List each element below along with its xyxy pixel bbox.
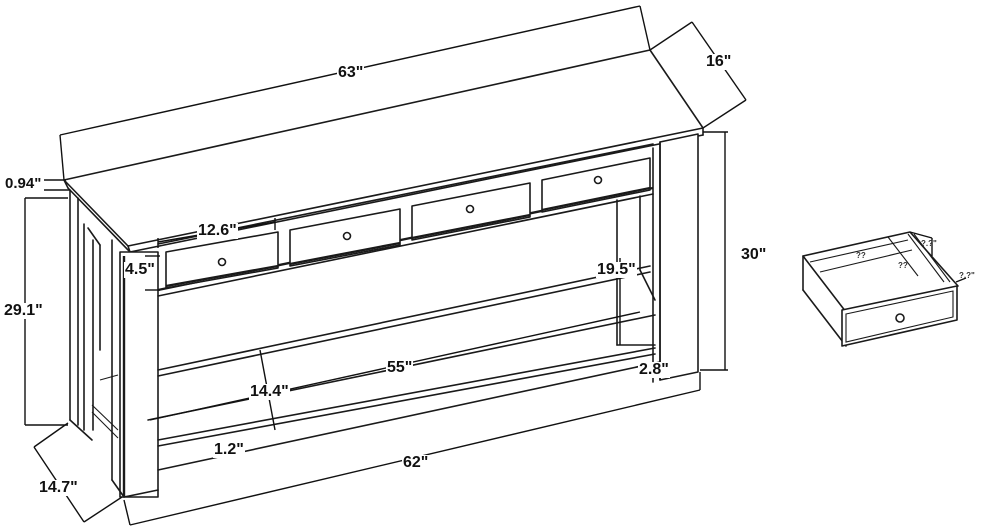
- front-left-leg: [111, 239, 159, 498]
- label-shelf-width: 55": [386, 359, 414, 376]
- label-base-depth: 14.7": [38, 479, 79, 496]
- dim-62-lines: [123, 372, 701, 526]
- drawer-knob-2: [342, 231, 352, 241]
- front-right-leg: [652, 133, 699, 383]
- label-drawer-height: 4.5": [124, 261, 156, 278]
- label-drawer-detail-thickness: ?.?": [959, 271, 975, 280]
- label-shelf-depth: 14.4": [249, 383, 290, 400]
- label-leg-height: 29.1": [3, 302, 44, 319]
- label-drawer-detail-height: ?.?": [921, 239, 937, 248]
- side-panel: [91, 374, 119, 439]
- drawer-3: [411, 182, 531, 241]
- label-drawer-width: 12.6": [197, 222, 238, 239]
- drawer-knob-4: [593, 175, 603, 185]
- label-side-opening-height: 19.5": [596, 261, 637, 278]
- label-drawer-detail-width: ??: [856, 251, 866, 260]
- label-shelf-thickness: 1.2": [213, 441, 245, 458]
- bottom-shelf: [147, 265, 661, 471]
- drawer-detail-drawing: [802, 231, 967, 347]
- drawer-4: [541, 157, 651, 213]
- label-total-height: 30": [740, 246, 768, 263]
- label-shelf-clearance: 2.8": [638, 361, 670, 378]
- dim-4-5-lines: [145, 255, 160, 291]
- drawer-knob-3: [465, 204, 475, 214]
- drawer-detail-knob: [895, 313, 905, 323]
- drawer-1: [165, 231, 279, 289]
- drawers: [165, 157, 651, 289]
- label-top-thickness: 0.94": [4, 175, 43, 192]
- dim-30-lines: [700, 131, 728, 371]
- dim-14-7-lines: [33, 422, 123, 523]
- drawer-knob-1: [217, 257, 227, 267]
- drawer-2: [289, 208, 401, 267]
- left-back-leg: [69, 189, 101, 441]
- label-top-length: 63": [337, 64, 365, 81]
- label-top-depth: 16": [705, 53, 733, 70]
- label-drawer-detail-depth: ??: [898, 261, 908, 270]
- label-base-length: 62": [402, 454, 430, 471]
